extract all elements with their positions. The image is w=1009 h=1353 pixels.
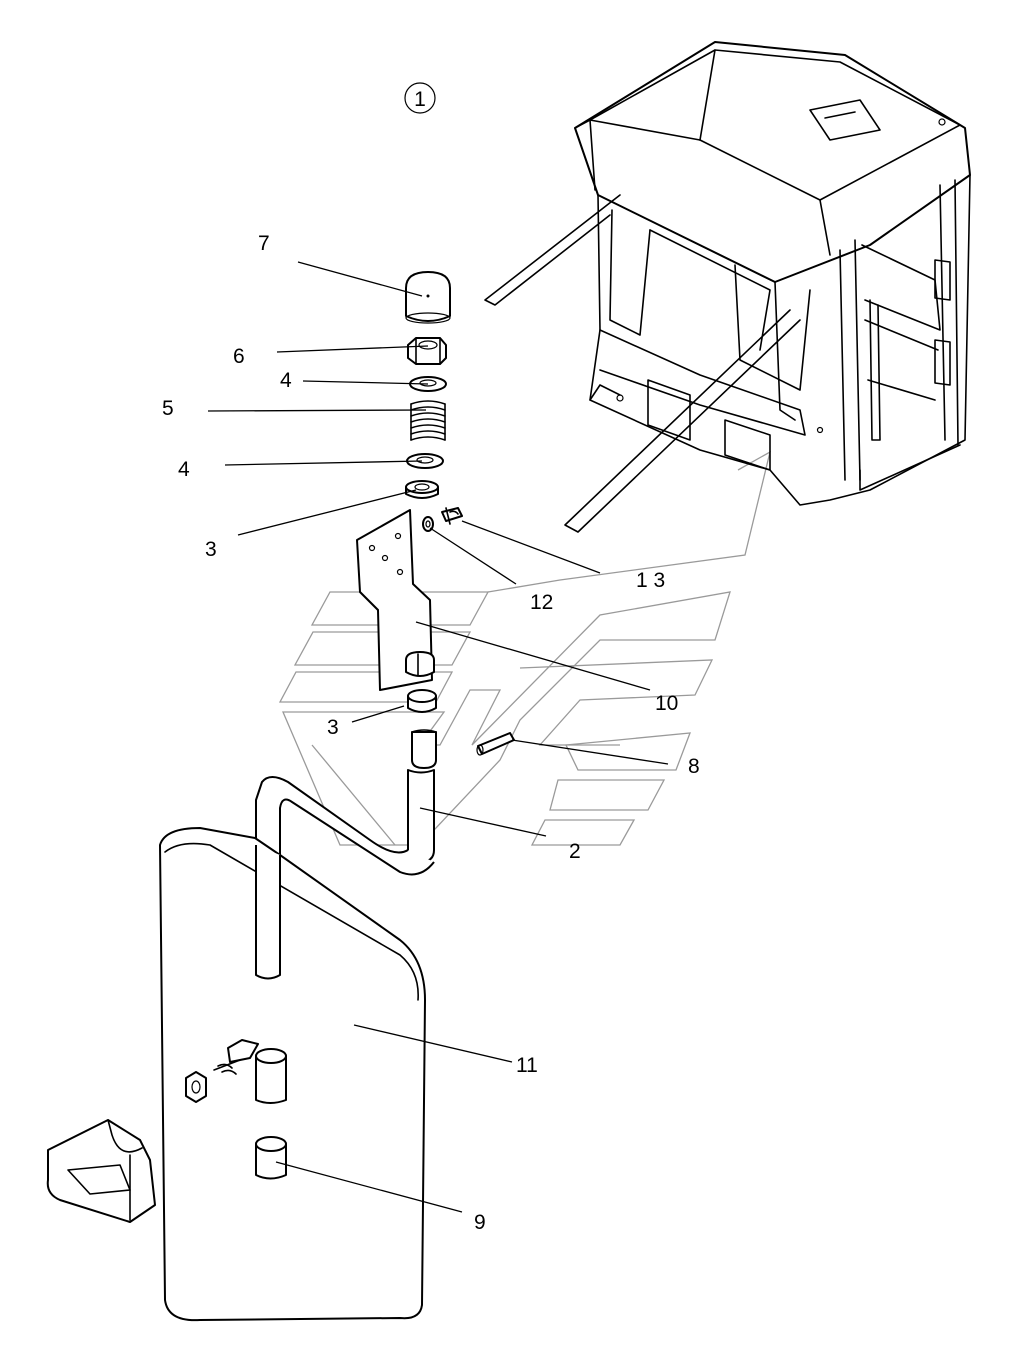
callout-9: 9	[474, 1211, 486, 1234]
mirror-mount-foot	[46, 1119, 156, 1223]
callout-7: 7	[258, 232, 270, 255]
leader-12	[429, 527, 517, 585]
mirror-clamp	[185, 1039, 287, 1104]
part-5-spring	[410, 400, 446, 441]
cab-illustration	[484, 41, 971, 533]
callout-12: 12	[530, 591, 553, 614]
leader-13	[461, 520, 601, 574]
part-11-mirror	[159, 827, 426, 1322]
callout-10: 10	[655, 692, 678, 715]
callout-labels: 7 6 4 5 4 3 12 1 3 10 3 8 2 11 9	[162, 232, 700, 1234]
leader-9	[275, 1161, 463, 1213]
leader-5	[207, 409, 427, 412]
leader-7	[297, 261, 423, 297]
leader-11	[353, 1024, 513, 1063]
leader-4a	[302, 380, 429, 385]
part-10-bracket	[356, 509, 435, 691]
leader-lines	[207, 261, 669, 1213]
callout-11: 11	[516, 1054, 538, 1077]
callout-13: 1 3	[636, 569, 665, 592]
part-4-washer-lower	[406, 453, 444, 469]
leader-3b	[351, 705, 405, 723]
callout-4a: 4	[280, 369, 292, 392]
view-number-label: 1	[414, 88, 426, 111]
part-9-bushing	[255, 1136, 287, 1180]
callout-8: 8	[688, 755, 700, 778]
leader-6	[276, 345, 429, 353]
callout-2: 2	[569, 840, 581, 863]
part-6-nut	[407, 337, 447, 365]
part-3-bushing-lower	[407, 689, 437, 713]
view-number-marker: 1	[404, 82, 436, 114]
callout-5: 5	[162, 397, 174, 420]
part-3-bushing-upper	[405, 480, 439, 499]
part-12-lock-washer	[422, 516, 434, 532]
leader-8	[511, 739, 669, 765]
leader-4b	[224, 460, 423, 466]
watermark-logo	[278, 450, 771, 846]
callout-6: 6	[233, 345, 245, 368]
leader-2	[419, 807, 547, 837]
part-7-cap	[405, 271, 451, 324]
callout-4b: 4	[178, 458, 190, 481]
callout-3a: 3	[205, 538, 217, 561]
callout-3b: 3	[327, 716, 339, 739]
leader-3a	[237, 489, 417, 536]
part-13-bolt	[441, 507, 463, 525]
leader-10	[415, 621, 651, 691]
